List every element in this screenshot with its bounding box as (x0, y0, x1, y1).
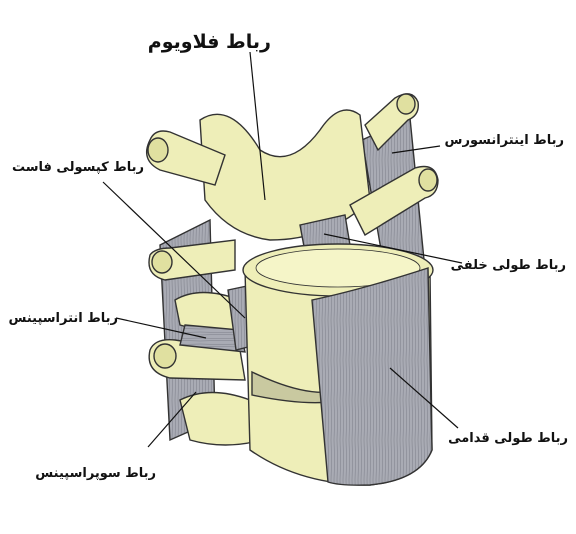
label-intertransverse-ligament: رباط اینترانسورس (444, 133, 564, 148)
label-anterior-longitudinal-ligament: رباط طولی قدامی (448, 431, 568, 446)
label-interspinous-ligament: رباط انتراسپینس (8, 311, 118, 326)
interspinous-ligament (179, 324, 246, 353)
label-posterior-longitudinal-ligament: رباط طولی خلفی (450, 258, 566, 273)
anterior-longitudinal-ligament (311, 267, 433, 486)
vertebra-illustration (146, 93, 439, 486)
middle-left-transverse-process (148, 239, 236, 281)
leader-title (249, 51, 266, 201)
leader-interspinous (115, 317, 207, 339)
leader-capsular (102, 181, 246, 319)
label-capsular-ligament: رباط کپسولی فاست (11, 160, 144, 175)
upper-lamina (199, 109, 371, 241)
label-supraspinous-ligament: رباط سوپراسپینس (35, 466, 156, 481)
leader-lines (102, 51, 463, 448)
leader-posterior-longitudinal (323, 233, 463, 264)
leader-anterior-longitudinal (389, 367, 459, 429)
leader-intertransverse (391, 145, 441, 154)
title-flavum-ligament: رباط فلاویوم (147, 31, 271, 53)
middle-right-transverse-process (349, 165, 439, 236)
leader-supraspinous (147, 391, 197, 448)
